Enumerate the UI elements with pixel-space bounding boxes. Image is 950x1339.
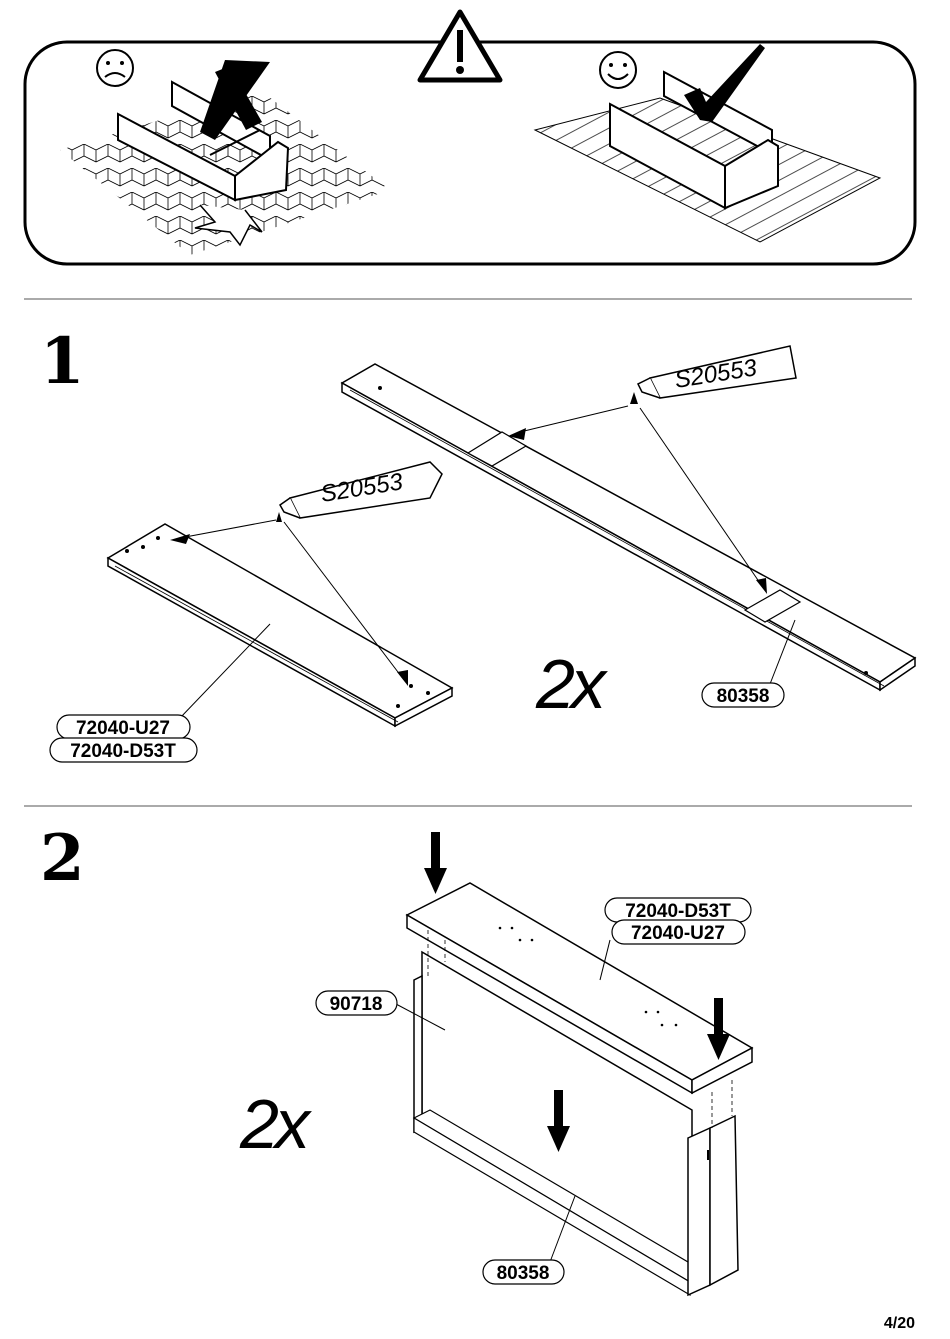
- part-label-90718: 90718: [315, 990, 398, 1016]
- step-1: 1 S20553: [40, 324, 917, 763]
- svg-text:80358: 80358: [497, 1263, 550, 1284]
- svg-text:72040-U27: 72040-U27: [76, 718, 170, 739]
- svg-text:72040-D53T: 72040-D53T: [625, 901, 731, 922]
- warning-triangle-icon: [417, 9, 503, 83]
- board-bottom-rail: [340, 363, 917, 692]
- happy-face-icon: [599, 51, 637, 89]
- top-panel: [405, 882, 754, 1095]
- warning-panel: [23, 9, 917, 266]
- sad-face-icon: [96, 49, 134, 87]
- part-label-72040-d53t: 72040-D53T: [604, 897, 752, 923]
- down-arrow-icon: [424, 832, 447, 894]
- alignment-guides: [427, 930, 733, 1128]
- svg-text:80358: 80358: [717, 686, 770, 707]
- step-number: 1: [40, 324, 85, 399]
- glue-bottle-icon: S20553: [276, 461, 443, 522]
- check-mark-icon: [684, 44, 765, 122]
- cross-mark-icon: [200, 60, 270, 140]
- quantity-label: 2x: [535, 645, 609, 723]
- down-arrow-icon: [707, 998, 730, 1060]
- svg-text:72040-U27: 72040-U27: [631, 923, 725, 944]
- step-2: 2: [40, 821, 754, 1297]
- svg-text:90718: 90718: [330, 994, 383, 1015]
- page-number: 4/20: [884, 1315, 915, 1332]
- step-number: 2: [40, 821, 85, 896]
- glue-bottle-icon: S20553: [630, 345, 797, 404]
- part-label-72040-u27: 72040-U27: [611, 919, 746, 945]
- part-label-72040-d53t: 72040-D53T: [49, 737, 198, 763]
- quantity-label: 2x: [239, 1085, 313, 1163]
- down-arrow-icon: [547, 1090, 570, 1152]
- svg-text:72040-D53T: 72040-D53T: [70, 741, 176, 762]
- board-top-panel: [106, 523, 454, 728]
- part-label-80358: 80358: [701, 682, 785, 708]
- part-label-80358: 80358: [482, 1259, 565, 1285]
- side-panel: [687, 1114, 739, 1297]
- part-label-72040-u27: 72040-U27: [56, 714, 191, 740]
